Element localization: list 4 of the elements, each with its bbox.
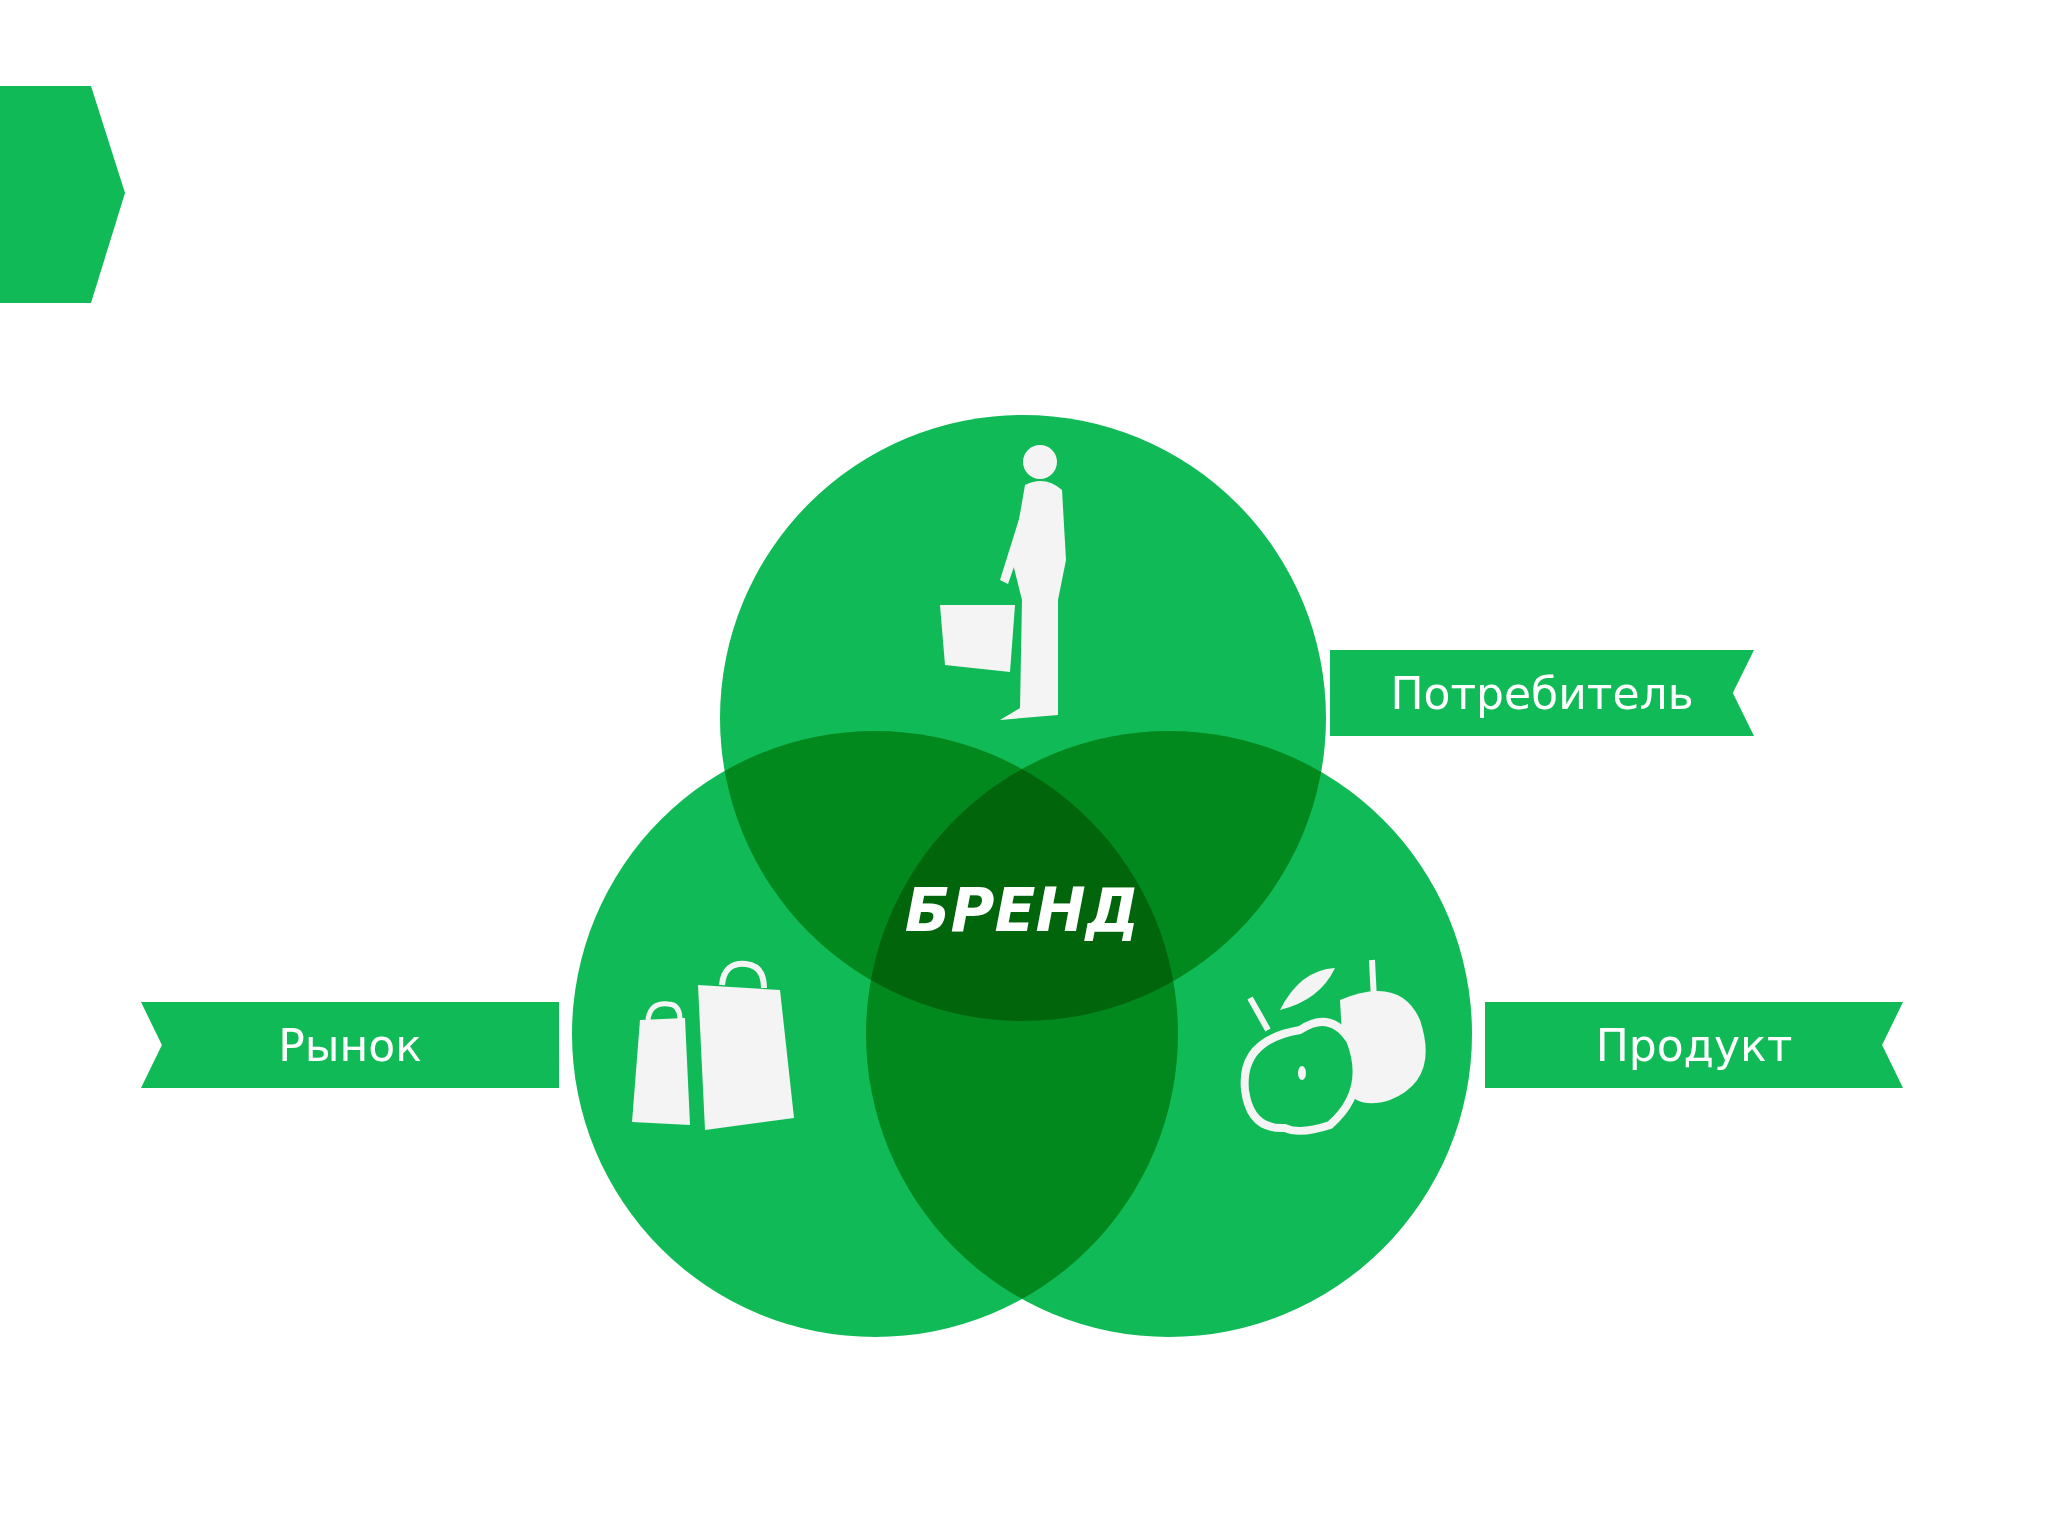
- center-label: БРЕНД: [903, 875, 1141, 945]
- ribbon-banner: Продукт: [1485, 1002, 1903, 1088]
- ribbon-banner: Рынок: [141, 1002, 559, 1088]
- ribbon-banner: Потребитель: [1330, 650, 1754, 736]
